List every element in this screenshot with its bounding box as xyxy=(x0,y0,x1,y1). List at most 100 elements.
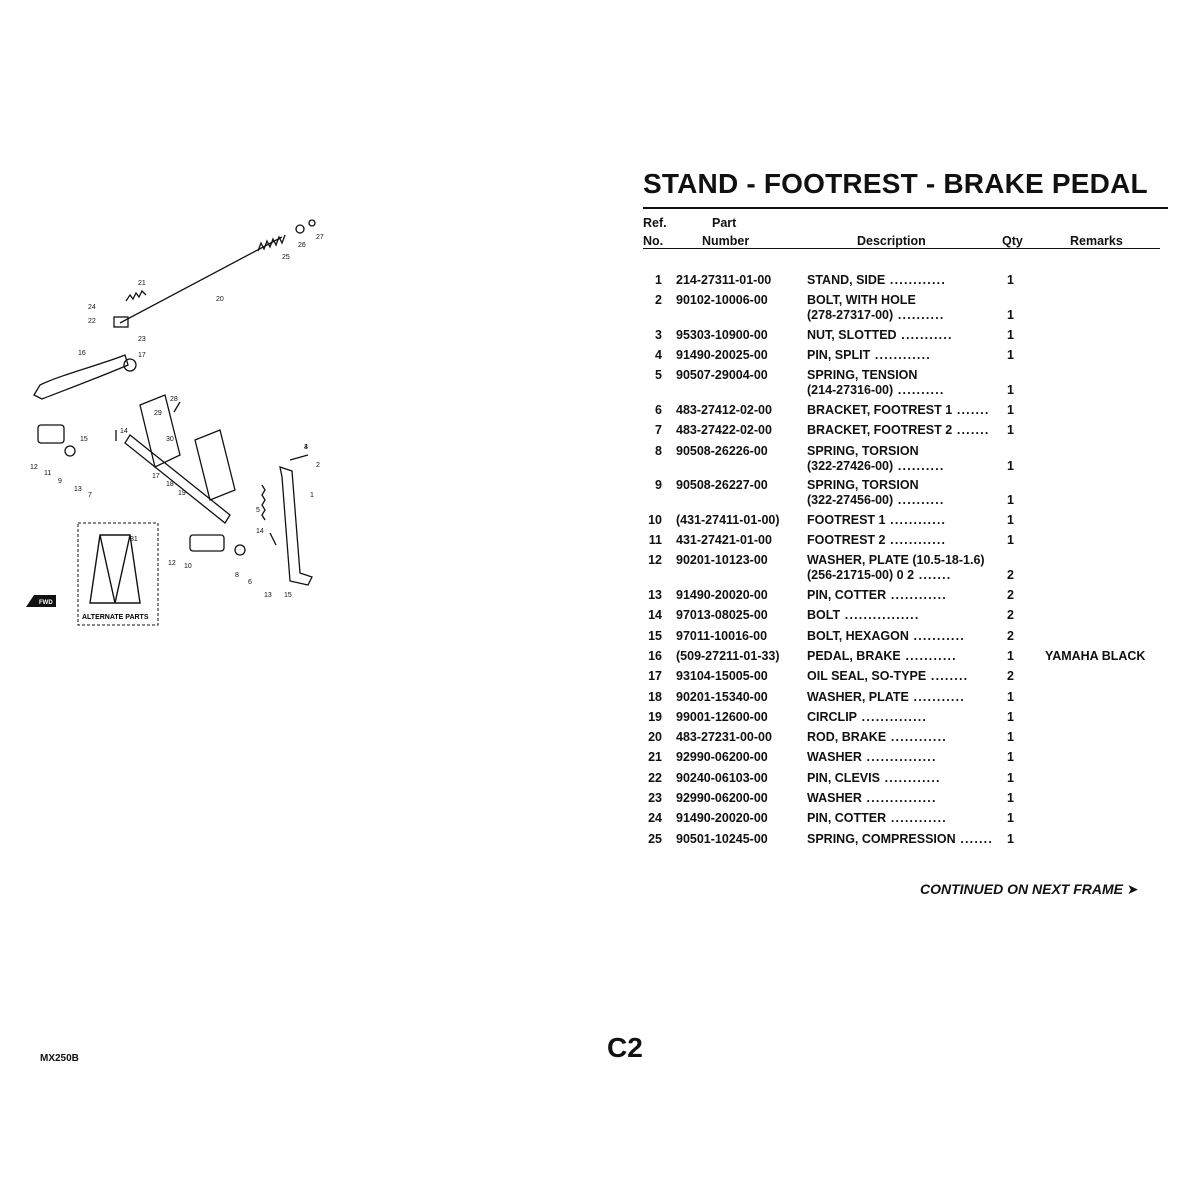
description-text: WASHER, PLATE (10.5-18-1.6) xyxy=(807,553,985,568)
alternate-parts-box xyxy=(77,522,159,626)
description: BOLT, HEXAGON ........... xyxy=(807,629,965,644)
callout: 23 xyxy=(138,336,146,343)
col-remarks: Remarks xyxy=(1070,234,1123,248)
leader-dots: ............ xyxy=(886,588,947,603)
description: FOOTREST 2 ............ xyxy=(807,533,946,548)
leader-dots: .......... xyxy=(893,458,945,473)
ref-number: 7 xyxy=(655,423,662,438)
description-line: ROD, BRAKE ............ xyxy=(807,730,947,745)
quantity: 1 xyxy=(1007,648,1014,663)
part-number: 483-27422-02-00 xyxy=(676,423,772,438)
description-text: (278-27317-00) xyxy=(807,308,894,323)
quantity: 1 xyxy=(1007,831,1014,846)
tension-spring xyxy=(261,484,266,521)
description-line: (322-27426-00) .......... xyxy=(807,459,945,474)
quantity: 1 xyxy=(1007,308,1014,323)
quantity: 2 xyxy=(1007,568,1014,583)
description-line: BRACKET, FOOTREST 1 ....... xyxy=(807,403,990,418)
description-text: WASHER xyxy=(807,791,862,806)
part-number: 483-27231-00-00 xyxy=(676,730,772,745)
title-rule xyxy=(643,207,1168,209)
part-number: 99001-12600-00 xyxy=(676,709,768,724)
frame-tube xyxy=(124,434,231,524)
ref-number: 9 xyxy=(655,478,662,493)
description-line: CIRCLIP .............. xyxy=(807,710,927,725)
col-part-line2: Number xyxy=(702,234,750,248)
description-text: CIRCLIP xyxy=(807,709,857,724)
callout: 15 xyxy=(80,436,88,443)
description-line: OIL SEAL, SO-TYPE ........ xyxy=(807,669,968,684)
quantity: 1 xyxy=(1007,327,1014,342)
page-code: C2 xyxy=(607,1032,643,1063)
leader-dots: ............ xyxy=(885,273,946,287)
leader-dots: .......... xyxy=(893,493,945,508)
leader-dots: .............. xyxy=(857,709,928,724)
leader-dots: ....... xyxy=(914,568,952,583)
rod-washer xyxy=(308,219,316,227)
description-text: FOOTREST 1 xyxy=(807,512,886,527)
callout: 20 xyxy=(216,296,224,303)
description-line: WASHER ............... xyxy=(807,750,937,765)
table-row: 1 214-27311-01-00 STAND, SIDE ............… xyxy=(643,273,1163,293)
description: PIN, SPLIT ............ xyxy=(807,348,931,363)
col-description: Description xyxy=(857,234,926,248)
description: WASHER, PLATE ........... xyxy=(807,690,965,705)
description-text: PEDAL, BRAKE xyxy=(807,648,901,663)
description-line: FOOTREST 1 ............ xyxy=(807,513,946,528)
ref-number: 17 xyxy=(648,669,662,684)
fwd-arrow-icon xyxy=(26,595,56,607)
quantity: 1 xyxy=(1007,423,1014,438)
ref-number: 5 xyxy=(655,368,662,383)
part-number: 92990-06200-00 xyxy=(676,750,768,765)
description-line: BRACKET, FOOTREST 2 ....... xyxy=(807,423,990,438)
description: STAND, SIDE ............ xyxy=(807,273,946,288)
ref-number: 19 xyxy=(648,709,662,724)
description-text: (322-27456-00) xyxy=(807,493,894,508)
ref-number: 22 xyxy=(648,770,662,785)
description: PEDAL, BRAKE ........... xyxy=(807,649,957,664)
remarks: YAMAHA BLACK xyxy=(1045,648,1146,663)
callout: 12 xyxy=(168,560,176,567)
ref-number: 1 xyxy=(655,273,662,287)
quantity: 1 xyxy=(1007,811,1014,826)
callout: 17 xyxy=(138,352,146,359)
callout: 7 xyxy=(88,492,92,499)
leader-dots: .......... xyxy=(893,383,945,398)
callout: 19 xyxy=(178,490,186,497)
description-line: PIN, CLEVIS ............ xyxy=(807,771,941,786)
description: SPRING, COMPRESSION ....... xyxy=(807,832,993,847)
description-line: (278-27317-00) .......... xyxy=(807,308,945,323)
quantity: 1 xyxy=(1007,791,1014,806)
part-number: 92990-06200-00 xyxy=(676,791,768,806)
leader-dots: ....... xyxy=(952,423,990,438)
quantity: 1 xyxy=(1007,770,1014,785)
quantity: 1 xyxy=(1007,689,1014,704)
leader-dots: ....... xyxy=(952,403,990,418)
side-stand xyxy=(279,466,313,586)
quantity: 1 xyxy=(1007,273,1014,287)
footrest-pivot-right xyxy=(234,544,246,556)
description-text: ROD, BRAKE xyxy=(807,730,887,745)
part-number: 214-27311-01-00 xyxy=(676,273,772,287)
quantity: 1 xyxy=(1007,730,1014,745)
rod-nut xyxy=(295,224,305,234)
pedal-pivot xyxy=(123,358,137,372)
description: PIN, COTTER ............ xyxy=(807,811,947,826)
description-line: (322-27456-00) .......... xyxy=(807,493,945,508)
quantity: 1 xyxy=(1007,533,1014,548)
part-number: 90507-29004-00 xyxy=(676,368,768,383)
callout: 1 xyxy=(310,492,314,499)
ref-number: 25 xyxy=(648,831,662,846)
ref-number: 24 xyxy=(648,811,662,826)
callout: 14 xyxy=(120,428,128,435)
description-line: BOLT ................ xyxy=(807,608,920,623)
description-text: SPRING, TORSION xyxy=(807,443,919,458)
